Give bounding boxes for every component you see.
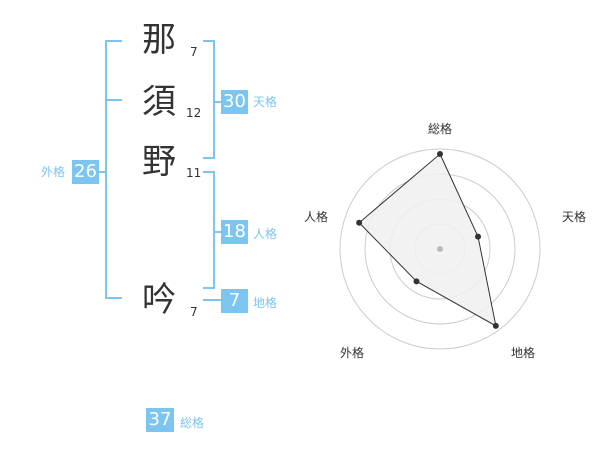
soukaku-value-badge: 37 (146, 408, 174, 432)
jinkaku-bracket-top (203, 171, 214, 173)
name-char-4-strokes: 7 (190, 305, 198, 319)
radar-ring-4 (339, 148, 541, 350)
name-char-4: 吟 (142, 280, 176, 320)
gaikaku-bracket-mid (105, 99, 122, 101)
chikaku-connector (203, 299, 221, 301)
radar-axis-label-3: 地格 (511, 345, 535, 360)
radar-point-4 (413, 278, 420, 285)
name-char-3-strokes: 11 (186, 166, 202, 180)
radar-axis-label-4: 外格 (340, 345, 364, 360)
radar-axis-label-2: 天格 (562, 209, 586, 224)
jinkaku-value-badge: 18 (221, 220, 248, 244)
gaikaku-value-badge: 26 (72, 160, 99, 184)
chikaku-label: 地格 (253, 296, 278, 310)
tenkaku-connector (213, 101, 221, 103)
jinkaku-bracket-vertical (213, 171, 215, 289)
gaikaku-bracket-vertical (105, 40, 107, 299)
radar-point-1 (437, 151, 443, 157)
jinkaku-connector (213, 231, 221, 233)
radar-axis-label-5: 人格 (304, 209, 328, 224)
gaikaku-bracket-top (105, 40, 122, 42)
name-char-3: 野 (142, 142, 176, 182)
gaikaku-label: 外格 (41, 165, 66, 179)
name-char-2-strokes: 12 (186, 106, 202, 120)
tenkaku-bracket-top (203, 40, 214, 42)
radar-series-polygon (358, 153, 497, 327)
radar-point-5 (356, 219, 363, 226)
soukaku-label: 総格 (180, 416, 205, 430)
jinkaku-label: 人格 (253, 227, 278, 241)
tenkaku-value-badge: 30 (221, 90, 248, 114)
radar-axis-label-1: 総格 (428, 121, 452, 136)
tenkaku-bracket-bottom (203, 157, 214, 159)
radar-point-2 (475, 233, 482, 240)
name-char-1: 那 (142, 20, 176, 60)
gaikaku-bracket-bottom (105, 297, 122, 299)
radar-center-dot (437, 246, 443, 252)
gaikaku-connector (98, 171, 106, 173)
tenkaku-bracket-vertical (213, 40, 215, 159)
tenkaku-label: 天格 (253, 95, 278, 109)
name-char-1-strokes: 7 (190, 45, 198, 59)
name-char-2: 須 (142, 82, 176, 122)
radar-point-3 (492, 322, 499, 329)
chikaku-value-badge: 7 (221, 289, 248, 313)
jinkaku-bracket-bottom (203, 287, 214, 289)
